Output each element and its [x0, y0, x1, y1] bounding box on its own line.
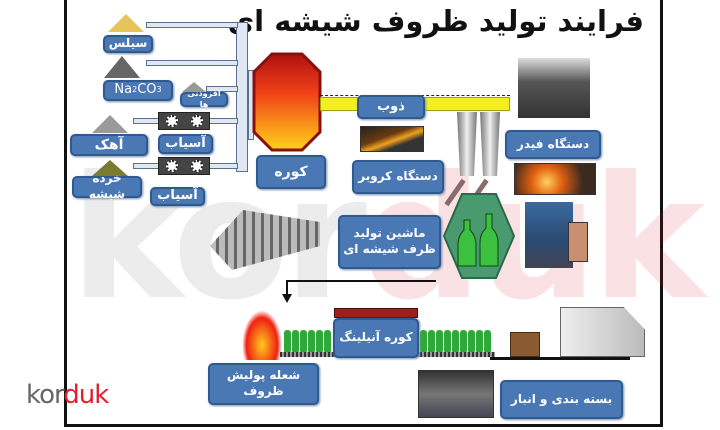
control-panel-photo — [568, 222, 588, 262]
feeder-chute-1 — [457, 112, 477, 176]
packaging-line — [490, 357, 630, 360]
bottle-icon — [436, 330, 443, 352]
packaging-photo — [418, 370, 494, 418]
label-mill-2: آسیاب — [150, 187, 205, 206]
flow-arrow-line — [286, 280, 436, 282]
bottle-icon — [324, 330, 331, 352]
logo-part2: duk — [63, 380, 109, 410]
bottle-icon — [460, 330, 467, 352]
boxes-icon — [510, 332, 540, 357]
flame-icon — [242, 310, 282, 360]
additives-pile-icon — [182, 82, 206, 92]
pipe-silica — [146, 22, 238, 28]
forming-line2: ظرف شیشه ای — [343, 242, 436, 256]
melt-photo — [360, 126, 424, 152]
feed-manifold — [236, 22, 248, 172]
truck-icon — [560, 307, 645, 357]
bottle-icon — [316, 330, 323, 352]
bottle-icon — [468, 330, 475, 352]
page-title: فرایند تولید ظروف شیشه ای — [227, 4, 644, 38]
label-packaging: بسته بندی و انبار — [500, 380, 623, 419]
soda-text: Na — [114, 82, 133, 98]
pipe-additives — [206, 86, 238, 92]
forming-machine-icon — [442, 193, 516, 279]
mill-2-icon — [158, 157, 210, 175]
label-additives: افزودنی ها — [180, 89, 228, 109]
label-conveyor: دستگاه کروبر — [352, 160, 444, 194]
bottle-icon — [420, 330, 427, 352]
bottle-icon — [292, 330, 299, 352]
korduk-logo: korduk — [26, 380, 109, 410]
label-silica: سیلس — [103, 35, 153, 53]
silica-pile-icon — [108, 14, 144, 32]
logo-part1: kor — [26, 380, 64, 410]
label-flame-polish: شعله پولیش ظروف — [208, 363, 319, 405]
label-melt: ذوب — [357, 95, 425, 119]
forming-line1: ماشین تولید — [353, 226, 426, 241]
label-annealing: کوره آنیلینگ — [333, 318, 419, 358]
soda-mid: CO — [137, 82, 157, 98]
feeder-machine-photo — [518, 58, 590, 118]
bottle-icon — [428, 330, 435, 352]
bottle-icon — [300, 330, 307, 352]
label-mill-1: آسیاب — [158, 134, 213, 154]
arrow-down-icon — [282, 294, 292, 303]
feeder-chute-2 — [480, 112, 500, 176]
bottle-icon — [308, 330, 315, 352]
annealing-hood — [334, 308, 418, 318]
soda-sub2: 3 — [156, 85, 162, 95]
cullet-pile-icon — [92, 160, 128, 176]
soda-pile-icon — [104, 56, 140, 78]
bottle-icon — [284, 330, 291, 352]
feeder-photo — [514, 163, 596, 195]
bottle-icon — [452, 330, 459, 352]
mill-1-icon — [158, 112, 210, 130]
label-cullet: خرده شیشه — [72, 171, 142, 201]
furnace-icon — [252, 52, 322, 152]
soda-sub1: 2 — [132, 85, 138, 95]
bottle-icon — [484, 330, 491, 352]
label-lime: آهک — [70, 134, 148, 156]
bottle-icon — [476, 330, 483, 352]
pipe-soda — [146, 60, 238, 66]
lime-pile-icon — [92, 115, 128, 133]
flow-arrow-stem — [286, 280, 288, 296]
is-machine-photo — [525, 202, 573, 268]
label-feeder: دستگاه فیدر — [505, 130, 601, 159]
bottle-icon — [444, 330, 451, 352]
label-furnace: کوره — [256, 155, 326, 189]
